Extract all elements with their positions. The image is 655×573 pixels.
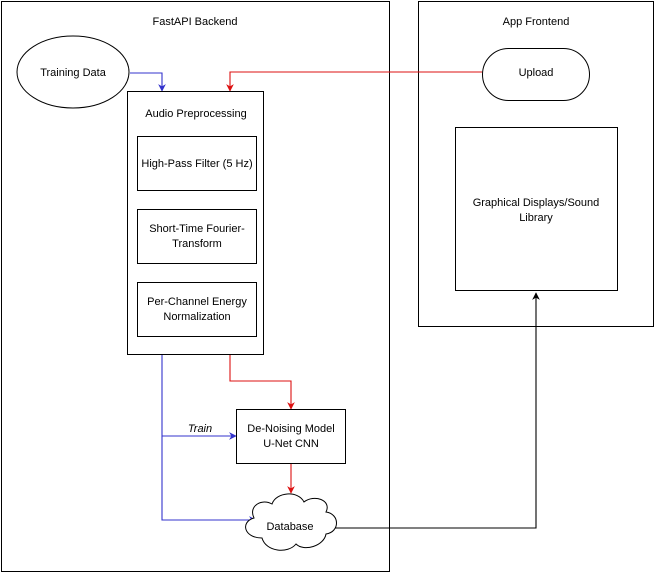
stft-label-line1: Short-Time Fourier- [149, 223, 245, 235]
edge-database-to-graphical [330, 292, 540, 529]
training-data-label: Training Data [40, 67, 107, 79]
graphical-displays-node [455, 127, 618, 291]
stft-label-line2: Transform [172, 238, 222, 250]
denoise-model-label-line1: De-Noising Model [247, 423, 334, 435]
training-data-node [16, 35, 130, 109]
database-label: Database [266, 521, 313, 533]
stft-node [137, 209, 257, 264]
high-pass-label: High-Pass Filter (5 Hz) [141, 158, 252, 170]
pcen-label-line1: Per-Channel Energy [147, 296, 247, 308]
denoise-model-label-line2: U-Net CNN [263, 438, 319, 450]
pcen-label-line2: Normalization [163, 311, 230, 323]
upload-node [482, 48, 590, 101]
edge-training-to-preprocessing [130, 72, 166, 92]
edge-preprocessing-to-denoise [229, 354, 295, 410]
pcen-node [137, 282, 257, 337]
backend-title: FastAPI Backend [153, 16, 238, 28]
denoise-model-node [236, 409, 346, 464]
graphical-displays-label-line1: Graphical Displays/Sound [473, 197, 600, 209]
database-node [245, 493, 337, 551]
high-pass-node [137, 136, 257, 191]
audio-preprocessing-label: Audio Preprocessing [145, 108, 247, 120]
upload-label: Upload [519, 67, 554, 79]
edge-label-train: Train [188, 423, 212, 435]
graphical-displays-label-line2: Library [519, 212, 553, 224]
edge-preprocessing-to-database [161, 436, 257, 524]
frontend-title: App Frontend [503, 16, 570, 28]
edge-upload-to-preprocessing [226, 71, 482, 92]
